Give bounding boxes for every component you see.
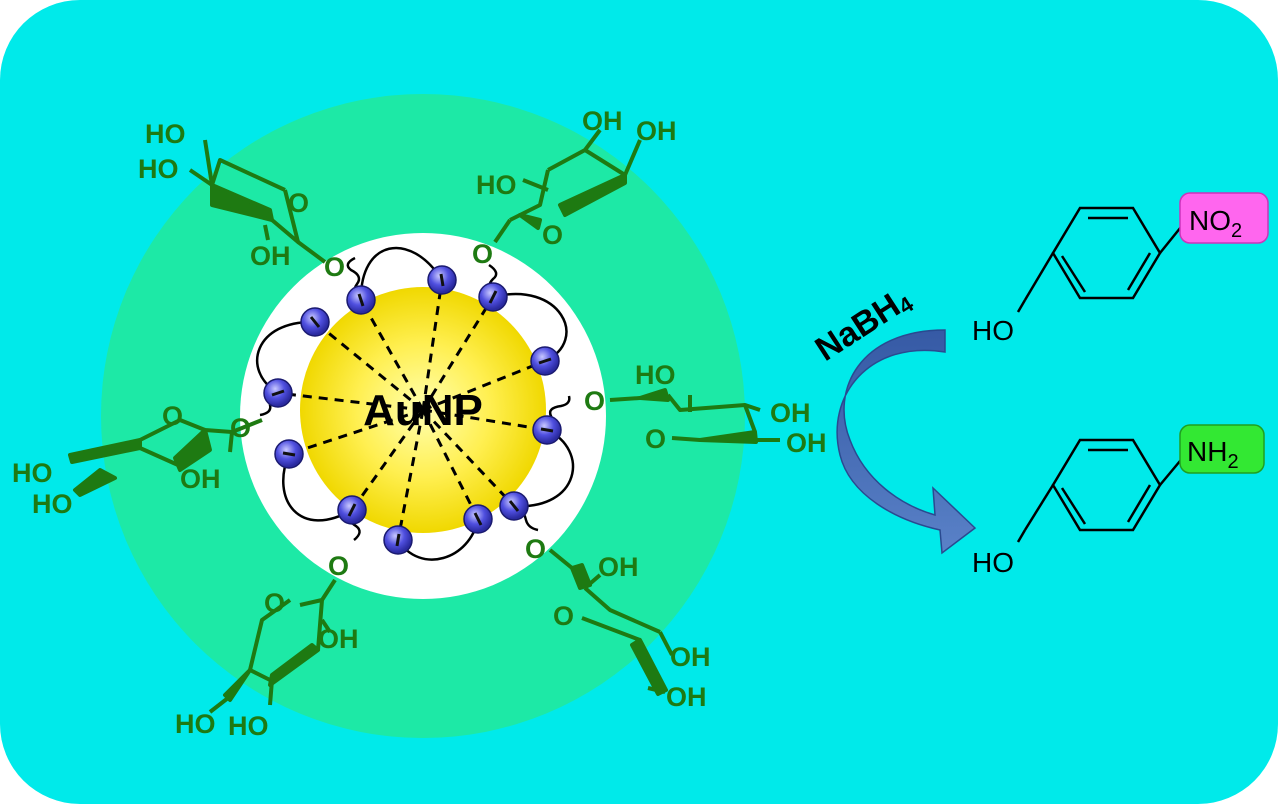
hydroxyl-label: HO [972, 547, 1014, 578]
sugar-label: OH [786, 428, 827, 458]
reduction-arrow [836, 329, 977, 555]
sugar-unit-top-right: OH OH HO O O [472, 106, 677, 269]
ring-oxygen: O [288, 188, 309, 218]
sugar-label: OH [636, 116, 677, 146]
ligand-bead [263, 378, 293, 408]
ligand-bead [463, 504, 493, 534]
nitro-highlight [1179, 192, 1269, 244]
anomeric-oxygen: O [584, 386, 605, 416]
interaction-lines [277, 279, 548, 541]
sugar-label: OH [582, 106, 623, 136]
sugar-label: OH [770, 398, 811, 428]
sugar-label: HO [138, 154, 179, 184]
ligand-bead [532, 415, 562, 445]
sugar-label: OH [598, 552, 639, 582]
ring-oxygen: O [645, 424, 666, 454]
sugar-unit-right: O HO OH O OH [584, 360, 827, 458]
sugar-label: OH [666, 682, 707, 712]
ring-oxygen: O [553, 601, 574, 631]
ligand-bead [337, 495, 367, 525]
anomeric-oxygen: O [230, 413, 251, 443]
reactant-4-nitrophenol: NO2 HO [972, 192, 1269, 346]
sugar-label: HO [228, 711, 269, 741]
anomeric-oxygen: O [472, 239, 493, 269]
sugar-label: HO [145, 119, 186, 149]
sugar-label: OH [180, 464, 221, 494]
nitro-group-label: NO2 [1189, 205, 1242, 242]
sugar-label: OH [318, 624, 359, 654]
amine-highlight [1179, 424, 1265, 474]
ligand-bead [530, 346, 560, 376]
ring-oxygen: O [542, 220, 563, 250]
anomeric-oxygen: O [324, 252, 345, 282]
anomeric-oxygen: O [525, 534, 546, 564]
sugar-unit-bottom-right: O OH O OH OH [525, 534, 711, 712]
hydroxyl-label: HO [972, 315, 1014, 346]
ligand-beads [263, 265, 562, 555]
sugar-label: HO [32, 489, 73, 519]
sugar-label: HO [476, 170, 517, 200]
ring-oxygen: O [162, 401, 183, 431]
amine-group-label: NH2 [1187, 436, 1239, 473]
sugar-label: HO [12, 458, 53, 488]
ligand-bead [383, 525, 413, 555]
sugar-label: HO [175, 709, 216, 739]
ligand-bead [346, 285, 376, 315]
sugar-label: HO [635, 360, 676, 390]
ligand-bead [499, 491, 529, 521]
sugar-unit-bottom-left: O O OH HO HO [175, 551, 359, 741]
sugar-unit-top-left: HO HO O OH O [138, 119, 345, 282]
ligand-bead [478, 282, 508, 312]
core-label: AuNP [363, 386, 483, 435]
anomeric-oxygen: O [328, 551, 349, 581]
ring-oxygen: O [264, 588, 285, 618]
sugar-label: OH [250, 241, 291, 271]
sugar-unit-left: O O OH HO HO [12, 401, 263, 519]
ligand-bead [274, 439, 304, 469]
ligand-bead [427, 265, 457, 295]
product-4-aminophenol: NH2 HO [972, 424, 1265, 578]
sugar-label: OH [670, 642, 711, 672]
ligand-bead [300, 307, 330, 337]
